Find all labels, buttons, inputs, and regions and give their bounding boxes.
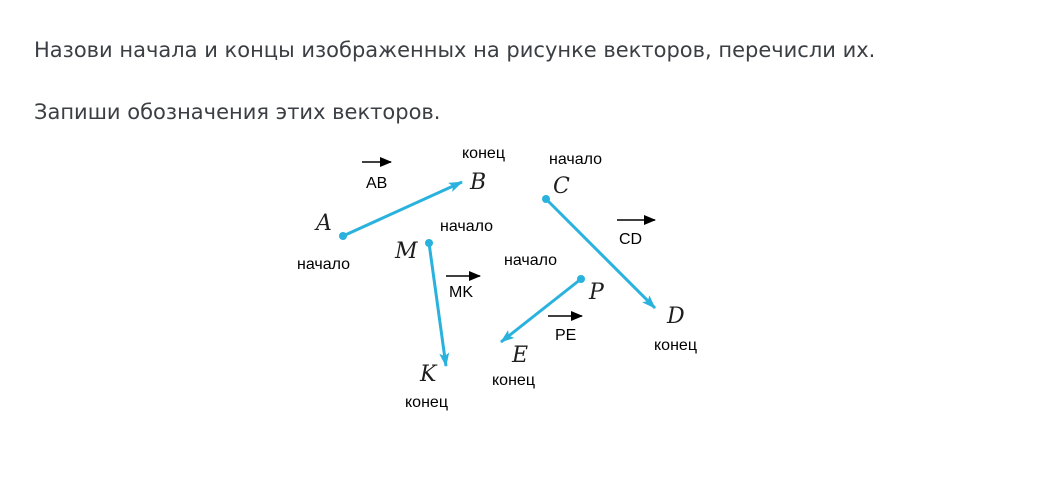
point-a-label: A <box>314 211 332 236</box>
point-k-label: K <box>419 362 438 387</box>
vector-cd <box>544 197 657 310</box>
cd-end-label: конец <box>654 337 697 354</box>
ab-start-label: начало <box>297 256 350 273</box>
pe-start-label: начало <box>504 252 557 269</box>
pe-vector-name: PE <box>555 327 576 344</box>
mk-start-label: начало <box>440 218 493 235</box>
ab-end-label: конец <box>462 145 505 162</box>
task-text-line-2: Запиши обозначения этих векторов. <box>34 100 441 124</box>
mk-end-label: конец <box>405 394 448 411</box>
point-e-label: E <box>511 343 528 368</box>
mk-vector-name: MK <box>449 284 473 301</box>
cd-start-label: начало <box>549 151 602 168</box>
point-a-dot <box>339 232 347 240</box>
vector-ab <box>342 180 463 238</box>
ab-vector-name: AB <box>366 175 387 192</box>
vector-pe <box>500 277 582 344</box>
point-p-label: P <box>588 280 605 305</box>
vector-mk <box>427 242 450 367</box>
pe-end-label: конец <box>492 372 535 389</box>
point-c-label: C <box>553 174 570 199</box>
point-d-label: D <box>666 304 685 329</box>
point-p-dot <box>577 275 585 283</box>
point-m-label: M <box>394 239 418 264</box>
point-b-label: B <box>469 170 486 195</box>
task-text-line-1: Назови начала и концы изображенных на ри… <box>34 38 876 62</box>
point-c-dot <box>542 195 550 203</box>
cd-vector-name: CD <box>619 231 642 248</box>
point-m-dot <box>425 239 433 247</box>
